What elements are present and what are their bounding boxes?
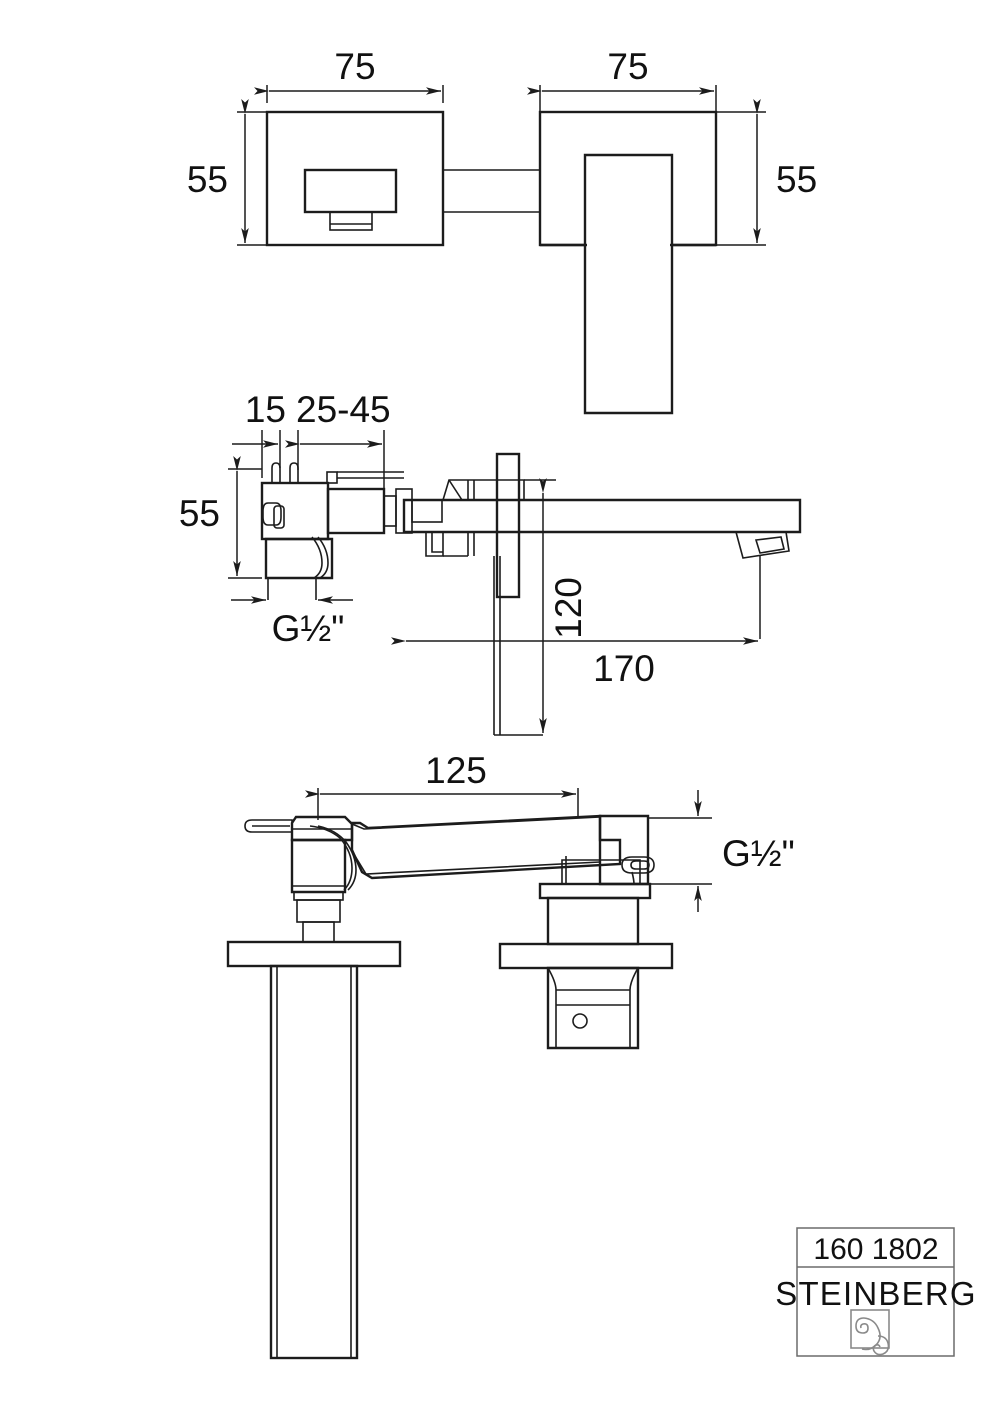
valve-lower-skirt: [264, 537, 334, 580]
handle-shank: [302, 921, 335, 943]
dim-label-top-left-width: 75: [334, 46, 375, 87]
right-wall-plate: [498, 942, 674, 970]
aerator-insert: [754, 536, 785, 554]
lever-top-profile: [442, 479, 525, 501]
dim-top-left-height: 55: [187, 99, 267, 246]
lever-ring: [621, 856, 655, 874]
dim-label-bottom-thread: G½": [722, 833, 795, 874]
dim-label-bottom-125: 125: [425, 750, 487, 791]
lever-curve: [311, 536, 323, 579]
dim-label-mid-height-55: 55: [179, 493, 220, 534]
connecting-tube-front: [443, 169, 540, 213]
dim-label-mid-15: 15: [245, 389, 286, 430]
dim-label-mid-25-45: 25-45: [296, 389, 391, 430]
dim-mid-reach-170: 170: [391, 555, 761, 689]
valve-port-hole: [572, 1013, 588, 1029]
steinberg-swirl-logo: [850, 1309, 890, 1356]
lever-pin: [244, 819, 293, 833]
dim-top-left-width: 75: [254, 46, 444, 103]
dim-mid-height-120: 120: [493, 478, 589, 736]
left-escutcheon-plate: [265, 110, 445, 247]
valve-flange: [538, 882, 652, 900]
left-wall-plate: [226, 940, 402, 968]
valve-barrel-lower: [546, 966, 640, 1050]
handle-lever-stem: [329, 211, 373, 231]
right-escutcheon-plate: [538, 110, 718, 415]
dim-bottom-thread: G½": [648, 790, 795, 912]
dim-label-mid-reach-170: 170: [593, 648, 655, 689]
dim-bottom-125: 125: [305, 750, 579, 820]
dim-label-mid-height-120: 120: [548, 577, 589, 639]
dim-top-right-width: 75: [527, 46, 717, 112]
dim-mid-15: 15: [232, 389, 286, 478]
dim-mid-25-45: 25-45: [285, 389, 391, 489]
dim-top-right-height: 55: [716, 99, 817, 246]
title-block: 160 1802 STEINBERG: [775, 1227, 977, 1357]
left-supply-tube: [269, 964, 359, 1360]
handle-collar: [296, 899, 341, 923]
valve-barrel-upper: [546, 896, 640, 946]
handle-lever-face: [303, 168, 398, 214]
aerator-housing: [735, 531, 790, 559]
valve-body: [260, 462, 386, 600]
handle-body: [290, 838, 347, 894]
article-number: 160 1802: [813, 1233, 938, 1266]
right-valve-assembly: [498, 814, 674, 1050]
dim-label-top-right-height: 55: [776, 159, 817, 200]
dim-label-top-right-width: 75: [607, 46, 648, 87]
spout-arm-outline: [350, 814, 622, 880]
spout-body-section: [402, 479, 802, 559]
view-side-section: 15 25-45 55 G½" 120: [179, 389, 802, 736]
dim-mid-height-55: 55: [179, 456, 262, 579]
brand-name: STEINBERG: [775, 1275, 977, 1312]
spindle-pin-right: [289, 462, 299, 484]
spout-front-face: [583, 153, 674, 415]
dim-mid-thread: G½": [231, 596, 353, 649]
spout-arm-plan: [309, 814, 622, 891]
spindle-pin-left: [271, 462, 281, 484]
dim-label-top-left-height: 55: [187, 159, 228, 200]
view-plan: 125 G½": [226, 750, 795, 1360]
left-handle-assembly: [226, 815, 402, 1360]
dim-label-mid-thread: G½": [272, 608, 345, 649]
wall-flange-section: [495, 452, 521, 599]
spindle-shaft: [337, 471, 443, 534]
view-front-elevation: 75 75 55 55: [187, 46, 817, 415]
